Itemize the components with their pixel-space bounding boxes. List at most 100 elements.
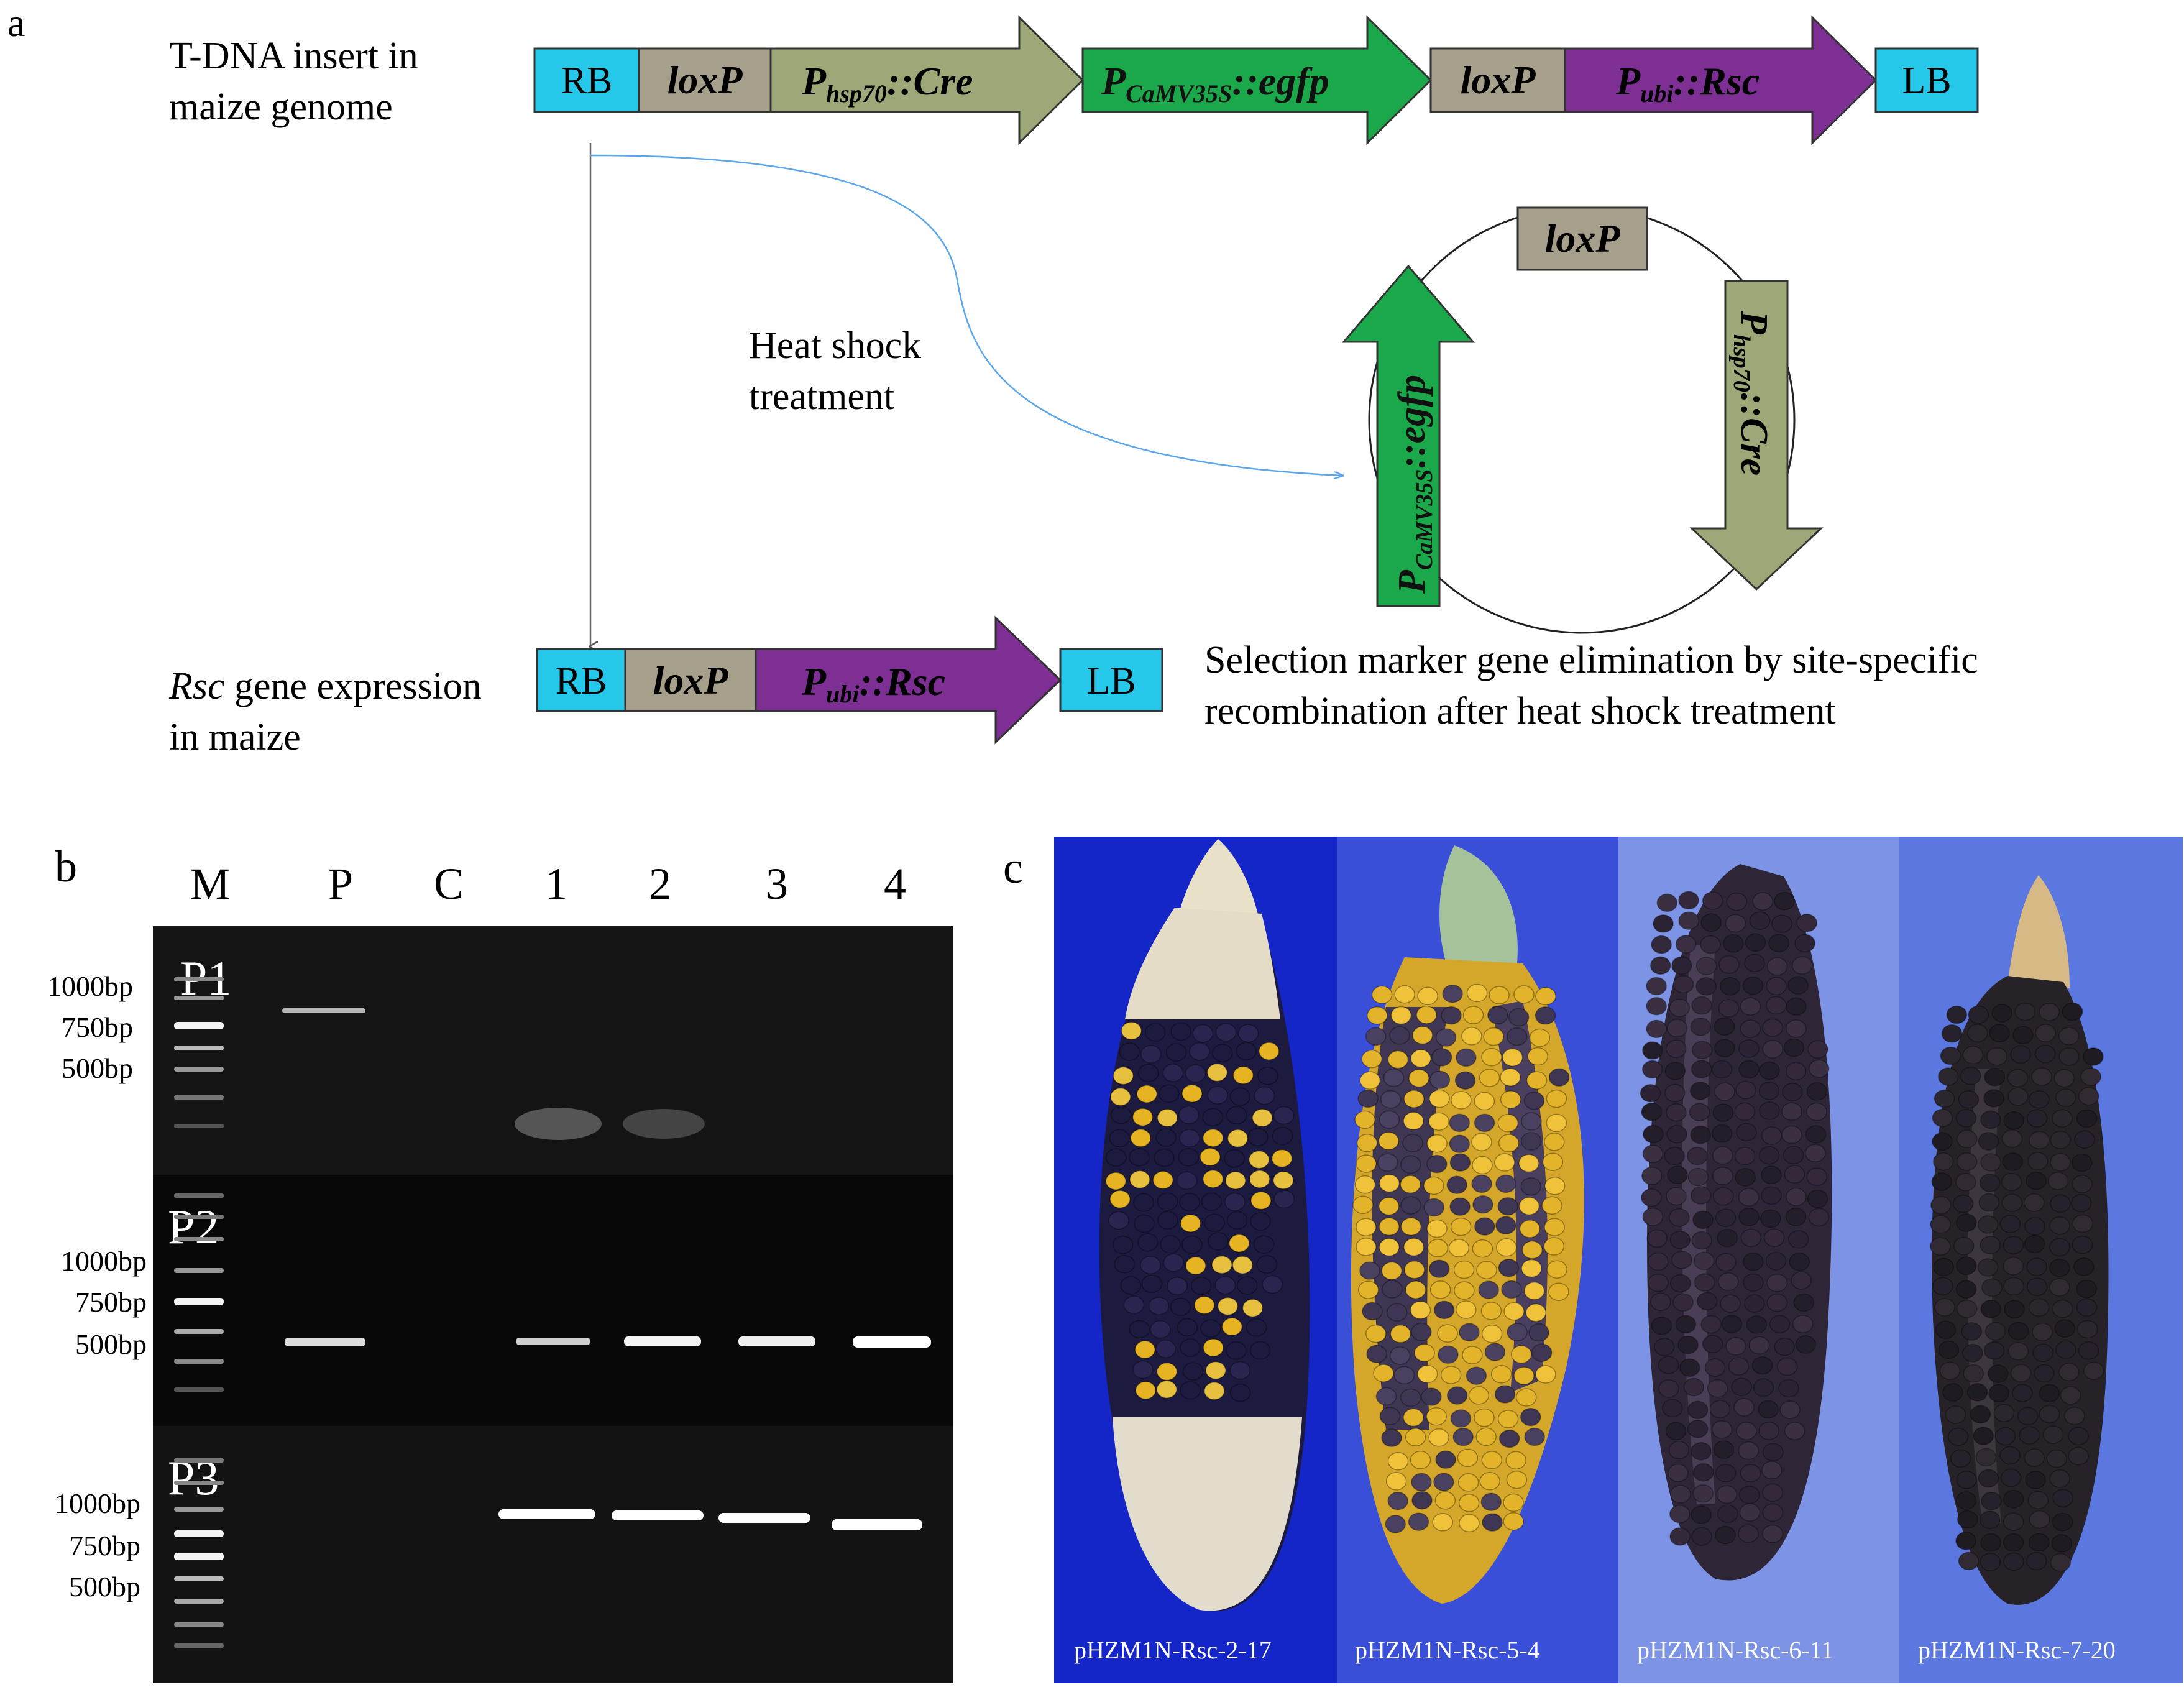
kernel <box>1226 1211 1248 1230</box>
kernel <box>2026 1277 2048 1296</box>
kernel <box>1738 1188 1760 1207</box>
kernel <box>1719 977 1741 996</box>
kernel <box>1687 1420 1709 1438</box>
kernel <box>1481 1451 1503 1469</box>
kernel <box>2019 1426 2040 1445</box>
kernel <box>1180 1214 1201 1233</box>
kernel <box>1201 1192 1223 1211</box>
photo-caption-2: pHZM1N-Rsc-5-4 <box>1355 1636 1540 1664</box>
kernel <box>1389 1346 1411 1365</box>
kernel <box>2007 1087 2029 1106</box>
kernel <box>2031 1067 2052 1086</box>
kernel <box>1955 1532 1976 1550</box>
kernel <box>1449 1153 1471 1172</box>
kernel <box>1687 1400 1709 1420</box>
kernel <box>1641 1166 1663 1185</box>
kernel <box>1202 1169 1224 1188</box>
kernel <box>1766 996 1787 1015</box>
kernel <box>1387 1491 1408 1510</box>
kernel <box>1433 1300 1455 1320</box>
kernel <box>1808 1208 1830 1227</box>
kernel <box>1410 1451 1431 1469</box>
kernel <box>1250 1191 1272 1210</box>
kernel <box>1932 1108 1953 1128</box>
kernel <box>1716 1485 1738 1504</box>
kernel <box>1429 1089 1450 1108</box>
kernel <box>1212 1044 1233 1062</box>
kernel <box>1356 1134 1378 1152</box>
gel-p3-ladder <box>174 1458 224 1648</box>
kernel <box>1806 1102 1827 1121</box>
kernel <box>1650 1292 1671 1312</box>
kernel <box>1203 1338 1224 1357</box>
kernel <box>1518 1154 1539 1173</box>
kernel <box>1521 1112 1542 1131</box>
ladder-label-1000-p3: 1000bp <box>55 1487 140 1519</box>
kernel <box>2039 1384 2060 1403</box>
kernel <box>1496 1238 1517 1257</box>
kernel <box>1669 1504 1691 1524</box>
kernel <box>1471 1174 1492 1193</box>
kernel <box>1362 1302 1383 1321</box>
kernel <box>1953 1194 1974 1213</box>
kernel <box>1691 1441 1712 1461</box>
kernel <box>1441 1006 1462 1025</box>
kernel <box>1435 1028 1457 1047</box>
kernel <box>1357 1089 1379 1108</box>
kernel <box>1679 1358 1700 1377</box>
kernel <box>1692 1484 1714 1503</box>
kernel <box>1762 1524 1783 1543</box>
kernel <box>1670 1485 1691 1504</box>
kernel <box>1498 1134 1520 1152</box>
kernel <box>2050 1194 2071 1213</box>
kernel <box>1689 1082 1711 1100</box>
kernel <box>1109 1190 1131 1208</box>
kernel <box>1543 1237 1565 1256</box>
ladder-band <box>174 1193 224 1198</box>
kernel <box>1648 1252 1669 1271</box>
kernel <box>1736 1422 1757 1440</box>
kernel <box>1753 1378 1774 1397</box>
kernel <box>1177 1318 1198 1337</box>
kernel <box>1978 1469 1999 1488</box>
kernel <box>1375 1387 1397 1406</box>
kernel <box>1379 1407 1401 1426</box>
kernel <box>1520 1177 1542 1196</box>
kernel <box>1448 1239 1470 1257</box>
kernel <box>2029 1090 2050 1109</box>
kernel <box>2010 1045 2031 1064</box>
kernel <box>2072 1175 2093 1193</box>
kernel <box>1400 1196 1421 1215</box>
kernel <box>1805 1144 1826 1162</box>
kernel <box>2050 1152 2071 1172</box>
kernel <box>1521 1241 1543 1259</box>
kernel <box>2050 1131 2071 1149</box>
kernel <box>1475 1427 1497 1446</box>
kernel <box>1505 1451 1526 1470</box>
kernel <box>1786 997 1807 1016</box>
kernel <box>1500 1068 1521 1087</box>
kernel <box>2007 1069 2029 1088</box>
ladder-label-500-p2: 500bp <box>75 1328 147 1360</box>
kernel <box>1262 1275 1283 1294</box>
kernel <box>1531 1343 1553 1362</box>
kernel <box>1120 1276 1142 1295</box>
kernel <box>1167 1277 1188 1295</box>
kernel <box>1428 1259 1450 1278</box>
kernel <box>1761 1461 1783 1479</box>
camv-egfp-label-circle: PCaMV35S::egfp <box>1391 375 1438 594</box>
kernel <box>1981 1278 2003 1297</box>
kernel <box>1782 1083 1803 1101</box>
kernel <box>1950 1449 1971 1468</box>
loxp-label-circle: loxP <box>1545 216 1621 260</box>
kernel <box>1498 1429 1520 1448</box>
kernel <box>1941 1024 1963 1043</box>
kernel <box>1677 1335 1699 1354</box>
kernel <box>1242 1299 1264 1317</box>
ladder-band <box>174 996 224 1000</box>
kernel <box>1381 1428 1402 1447</box>
kernel <box>2055 1088 2076 1107</box>
kernel <box>1955 1172 1976 1192</box>
kernel <box>2072 1235 2093 1254</box>
kernel <box>1707 1379 1728 1398</box>
